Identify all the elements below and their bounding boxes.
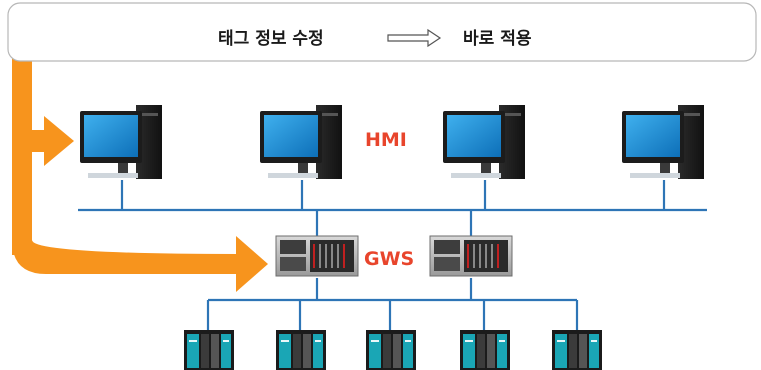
plc-controller-icon (184, 330, 234, 370)
orange-arrowhead-hmi (44, 116, 74, 166)
orange-arrowhead-gws (236, 236, 268, 292)
hmi-label: HMI (365, 129, 407, 151)
plc-unit-2 (276, 330, 326, 370)
plc-unit-4 (460, 330, 510, 370)
desktop-computer-icon (260, 105, 342, 179)
gws-label: GWS (364, 248, 414, 270)
desktop-computer-icon (80, 105, 162, 179)
orange-arrow-trunk (12, 55, 250, 272)
plc-controller-icon (460, 330, 510, 370)
plc-unit-3 (366, 330, 416, 370)
desktop-computer-icon (443, 105, 525, 179)
gws-server-1 (275, 235, 359, 277)
rack-server-icon (429, 235, 513, 277)
plc-units (184, 330, 602, 370)
hmi-workstations (80, 105, 704, 179)
orange-flow-arrows (12, 55, 268, 292)
outline-arrow-icon (387, 28, 442, 48)
plc-controller-icon (366, 330, 416, 370)
plc-controller-icon (276, 330, 326, 370)
banner-box (7, 2, 757, 62)
plc-unit-1 (184, 330, 234, 370)
hmi-computer-2 (260, 105, 342, 179)
plc-controller-icon (552, 330, 602, 370)
banner: 태그 정보 수정 바로 적용 (7, 2, 757, 62)
hmi-computer-4 (622, 105, 704, 179)
orange-arrow-shaft-hmi (30, 130, 48, 152)
plc-unit-5 (552, 330, 602, 370)
orange-arrow-shaft-gws (12, 240, 238, 274)
rack-server-icon (275, 235, 359, 277)
banner-right-text: 바로 적용 (463, 29, 532, 49)
desktop-computer-icon (622, 105, 704, 179)
hmi-network (78, 180, 707, 238)
gws-servers (275, 235, 513, 277)
hmi-computer-3 (443, 105, 525, 179)
gws-server-2 (429, 235, 513, 277)
plc-network (206, 278, 579, 332)
orange-arrow-stem (12, 55, 32, 255)
banner-left-text: 태그 정보 수정 (218, 29, 324, 49)
hmi-computer-1 (80, 105, 162, 179)
